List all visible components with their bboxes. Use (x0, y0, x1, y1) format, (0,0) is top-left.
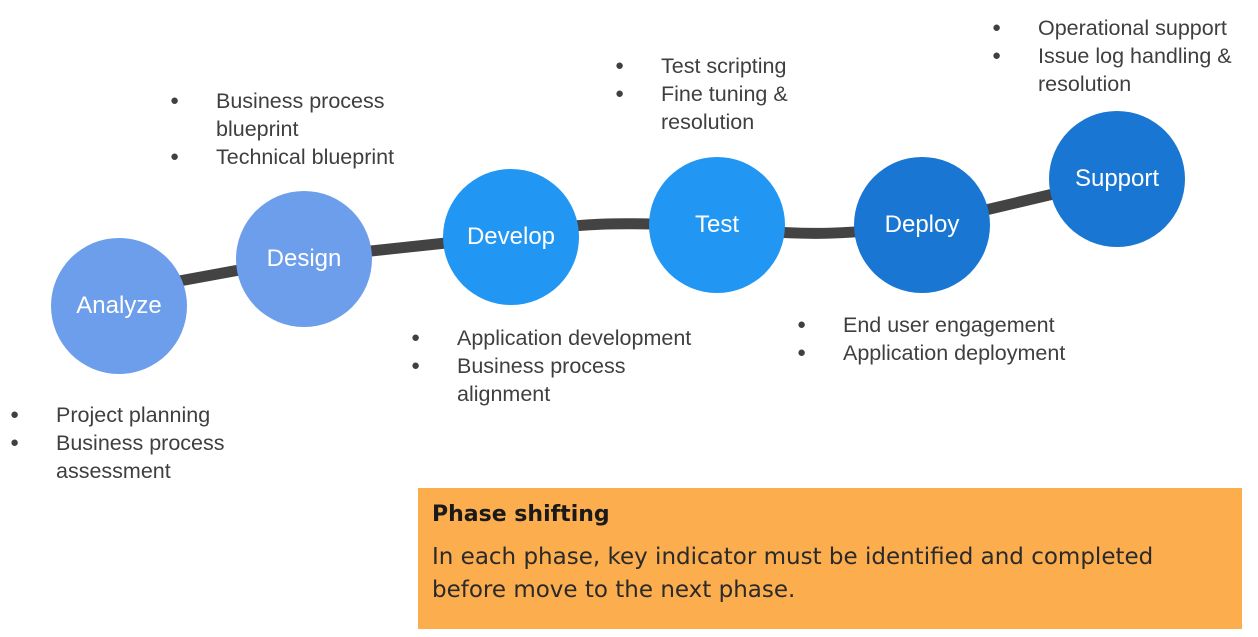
bullet-item: Issue log handling & resolution (992, 42, 1238, 98)
bullet-item: Business process assessment (10, 429, 250, 485)
support-bullets: Operational support Issue log handling &… (992, 14, 1254, 98)
design-bullets: Business process blueprint Technical blu… (170, 87, 420, 171)
bullet-item: End user engagement (797, 311, 1097, 339)
callout-body: In each phase, key indicator must be ide… (432, 544, 1154, 603)
bullet-item: Business process alignment (411, 352, 667, 408)
phase-test: Test (649, 157, 785, 293)
develop-bullets: Application development Business process… (411, 324, 751, 408)
phase-analyze: Analyze (51, 238, 187, 374)
bullet-item: Project planning (10, 401, 250, 429)
phase-shifting-callout: Phase shifting In each phase, key indica… (418, 488, 1242, 629)
analyze-bullets: Project planning Business process assess… (10, 401, 250, 485)
bullet-item: Application deployment (797, 339, 1097, 367)
phase-support: Support (1049, 111, 1185, 247)
phase-analyze-label: Analyze (76, 292, 162, 319)
callout-title: Phase shifting (432, 502, 610, 527)
phase-deploy: Deploy (854, 157, 990, 293)
bullet-item: Operational support (992, 14, 1254, 42)
deploy-bullets: End user engagement Application deployme… (797, 311, 1097, 367)
phase-design: Design (236, 191, 372, 327)
bullet-item: Application development (411, 324, 751, 352)
test-bullets: Test scripting Fine tuning & resolution (615, 52, 815, 136)
phase-support-label: Support (1074, 165, 1160, 192)
phase-develop: Develop (443, 169, 579, 305)
bullet-item: Test scripting (615, 52, 815, 80)
phase-design-label: Design (266, 245, 342, 272)
bullet-item: Business process blueprint (170, 87, 420, 143)
phase-develop-label: Develop (466, 223, 556, 250)
bullet-item: Technical blueprint (170, 143, 420, 171)
phase-deploy-label: Deploy (884, 211, 960, 238)
bullet-item: Fine tuning & resolution (615, 80, 815, 136)
phase-test-label: Test (694, 211, 739, 238)
